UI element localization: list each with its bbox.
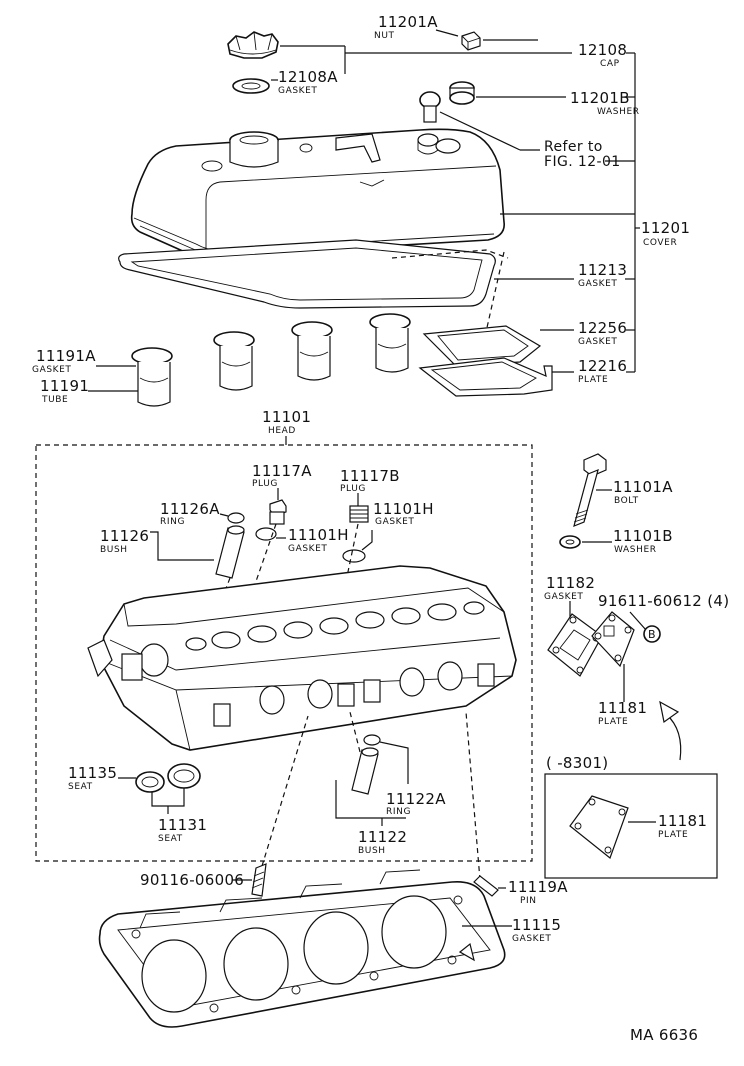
label-head-gasket-number: 11115 bbox=[512, 916, 561, 934]
refer-text-line1: Refer to bbox=[544, 139, 603, 155]
label-cap-number: 12108 bbox=[578, 41, 627, 59]
label-bush-b-name: BUSH bbox=[358, 846, 386, 856]
marker-b-text: B bbox=[648, 628, 656, 641]
cover-gasket-part bbox=[118, 239, 509, 309]
label-breather-plate-name: PLATE bbox=[578, 375, 608, 385]
label-head-number: 11101 bbox=[262, 408, 311, 426]
label-inset-plate-number: 11181 bbox=[658, 812, 707, 830]
label-cap-name: CAP bbox=[600, 59, 620, 69]
plug-b-part bbox=[349, 505, 369, 523]
ring-a-part bbox=[227, 512, 245, 524]
label-breather-plate-number: 12216 bbox=[578, 357, 627, 375]
label-bolt-name: BOLT bbox=[614, 496, 639, 506]
label-pin-name: PIN bbox=[520, 896, 537, 906]
label-bolt-washer-name: WASHER bbox=[614, 545, 657, 555]
label-ring-b-number: 11122A bbox=[386, 790, 446, 808]
cap-gasket-part bbox=[232, 78, 270, 94]
label-nut-name: NUT bbox=[374, 31, 395, 41]
label-seat-right-name: SEAT bbox=[158, 834, 183, 844]
label-nut-number: 11201A bbox=[378, 13, 438, 31]
refer-text-line2: FIG. 12-01 bbox=[544, 154, 621, 170]
label-bolt-washer-number: 11101B bbox=[613, 527, 673, 545]
inset-box bbox=[544, 773, 718, 879]
cylinder-head-part bbox=[87, 565, 517, 751]
valve-seat-left bbox=[135, 771, 165, 793]
label-inset-plate-name: PLATE bbox=[658, 830, 688, 840]
label-washer-number: 11201B bbox=[570, 89, 630, 107]
label-ring-a-name: RING bbox=[160, 517, 185, 527]
label-range: ( -8301) bbox=[546, 754, 608, 772]
label-head-gasket-name: GASKET bbox=[512, 934, 552, 944]
breather-plate-part bbox=[418, 357, 553, 397]
label-seat-right-number: 11131 bbox=[158, 816, 207, 834]
grommet-part bbox=[419, 91, 441, 123]
label-pin-number: 11119A bbox=[508, 878, 568, 896]
label-plug-a-number: 11117A bbox=[252, 462, 312, 480]
label-bolt-number: 11101A bbox=[613, 478, 673, 496]
plate-gasket-part bbox=[547, 613, 603, 677]
valve-guide-bush-a bbox=[215, 525, 245, 579]
plug-a-part bbox=[269, 499, 287, 525]
spark-plug-tube-2 bbox=[213, 331, 255, 391]
label-plug-a-name: PLUG bbox=[252, 479, 278, 489]
label-bush-b-number: 11122 bbox=[358, 828, 407, 846]
label-gasket-h-left-name: GASKET bbox=[288, 544, 328, 554]
oil-filler-cap-part bbox=[227, 31, 279, 59]
label-stud-number: 90116-06006 bbox=[140, 871, 244, 889]
label-ring-a-number: 11126A bbox=[160, 500, 220, 518]
spark-plug-tube-4 bbox=[369, 313, 411, 373]
label-tube-gasket-name: GASKET bbox=[32, 365, 72, 375]
marker-b: B bbox=[643, 625, 661, 643]
label-breather-gasket-name: GASKET bbox=[578, 337, 618, 347]
spark-plug-tube-3 bbox=[291, 321, 333, 381]
label-plate-bolt-number: 91611-60612 (4) bbox=[598, 592, 729, 610]
label-cover-gasket-name: GASKET bbox=[578, 279, 618, 289]
head-bolt-washer-part bbox=[559, 535, 581, 549]
label-gasket-h-right-number: 11101H bbox=[373, 500, 434, 518]
label-plug-b-name: PLUG bbox=[340, 484, 366, 494]
cylinder-head-cover-part bbox=[130, 128, 505, 258]
head-bolt-part bbox=[573, 453, 607, 528]
label-water-plate-name: PLATE bbox=[598, 717, 628, 727]
cover-washer-part bbox=[449, 81, 475, 105]
label-tube-name: TUBE bbox=[41, 395, 68, 405]
label-tube-gasket-number: 11191A bbox=[36, 347, 96, 365]
label-washer-name: WASHER bbox=[597, 107, 640, 117]
valve-seat-right bbox=[167, 763, 201, 789]
label-plate-gasket-number: 11182 bbox=[546, 574, 595, 592]
spark-plug-tube-1 bbox=[131, 347, 173, 407]
breather-gasket-part bbox=[422, 325, 542, 367]
head-assembly-boundary bbox=[35, 444, 533, 862]
head-gasket-part bbox=[98, 869, 506, 1028]
label-cover-gasket-number: 11213 bbox=[578, 261, 627, 279]
stud-part bbox=[251, 863, 267, 897]
label-plate-gasket-name: GASKET bbox=[544, 592, 584, 602]
label-cap-gasket-name: GASKET bbox=[278, 86, 318, 96]
label-bush-a-name: BUSH bbox=[100, 545, 128, 555]
label-breather-gasket-number: 12256 bbox=[578, 319, 627, 337]
gasket-h-right-part bbox=[342, 549, 366, 563]
ring-b-part bbox=[363, 734, 381, 746]
label-head-name: HEAD bbox=[268, 426, 296, 436]
label-cover-name: COVER bbox=[643, 238, 677, 248]
label-bush-a-number: 11126 bbox=[100, 527, 149, 545]
label-water-plate-number: 11181 bbox=[598, 699, 647, 717]
label-cover-number: 11201 bbox=[641, 219, 690, 237]
inset-plate-part bbox=[569, 795, 629, 859]
drawing-code: MA 6636 bbox=[630, 1026, 698, 1044]
label-seat-left-name: SEAT bbox=[68, 782, 93, 792]
label-cap-gasket-number: 12108A bbox=[278, 68, 338, 86]
water-plate-part bbox=[591, 611, 635, 668]
label-ring-b-name: RING bbox=[386, 807, 411, 817]
curved-arrow-icon bbox=[665, 713, 682, 761]
nut-part bbox=[461, 31, 481, 51]
label-gasket-h-left-number: 11101H bbox=[288, 526, 349, 544]
valve-guide-bush-b bbox=[351, 747, 379, 795]
label-tube-number: 11191 bbox=[40, 377, 89, 395]
label-gasket-h-right-name: GASKET bbox=[375, 517, 415, 527]
label-seat-left-number: 11135 bbox=[68, 764, 117, 782]
label-plug-b-number: 11117B bbox=[340, 467, 400, 485]
dowel-pin-part bbox=[473, 875, 499, 897]
